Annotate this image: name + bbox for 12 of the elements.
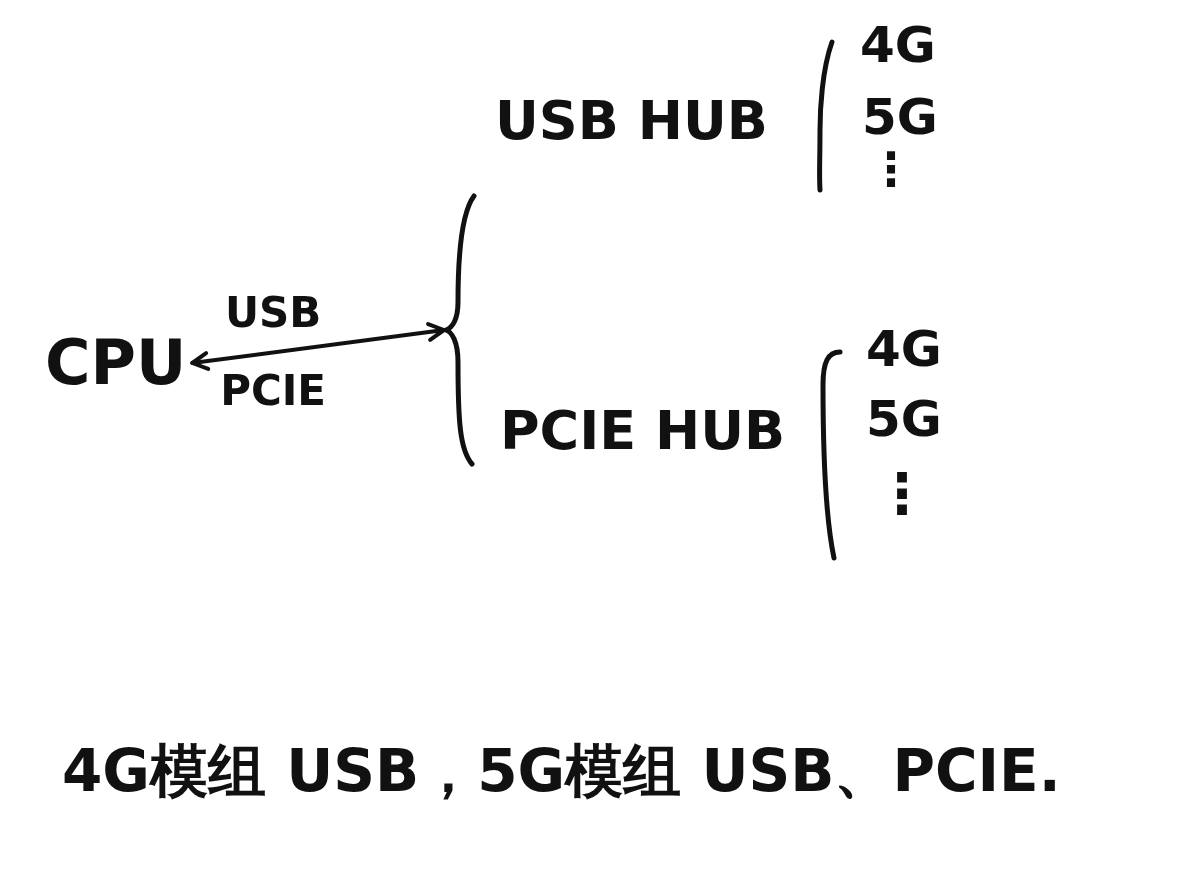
- hub-label: USB HUB: [495, 94, 768, 148]
- module-label: 4G: [860, 20, 936, 70]
- cpu-label: CPU: [45, 332, 187, 394]
- module-label: 5G: [866, 394, 942, 444]
- double-arrow: [190, 322, 446, 371]
- caption: 4G模组 USB，5G模组 USB、PCIE.: [62, 742, 1061, 800]
- vertical-ellipsis: ⋮: [868, 146, 914, 192]
- module-label: 5G: [862, 92, 938, 142]
- edge-label: USB PCIE: [220, 287, 327, 418]
- vertical-ellipsis: ⋮: [874, 466, 930, 522]
- module-label: 4G: [866, 324, 942, 374]
- hub-label: PCIE HUB: [500, 404, 786, 458]
